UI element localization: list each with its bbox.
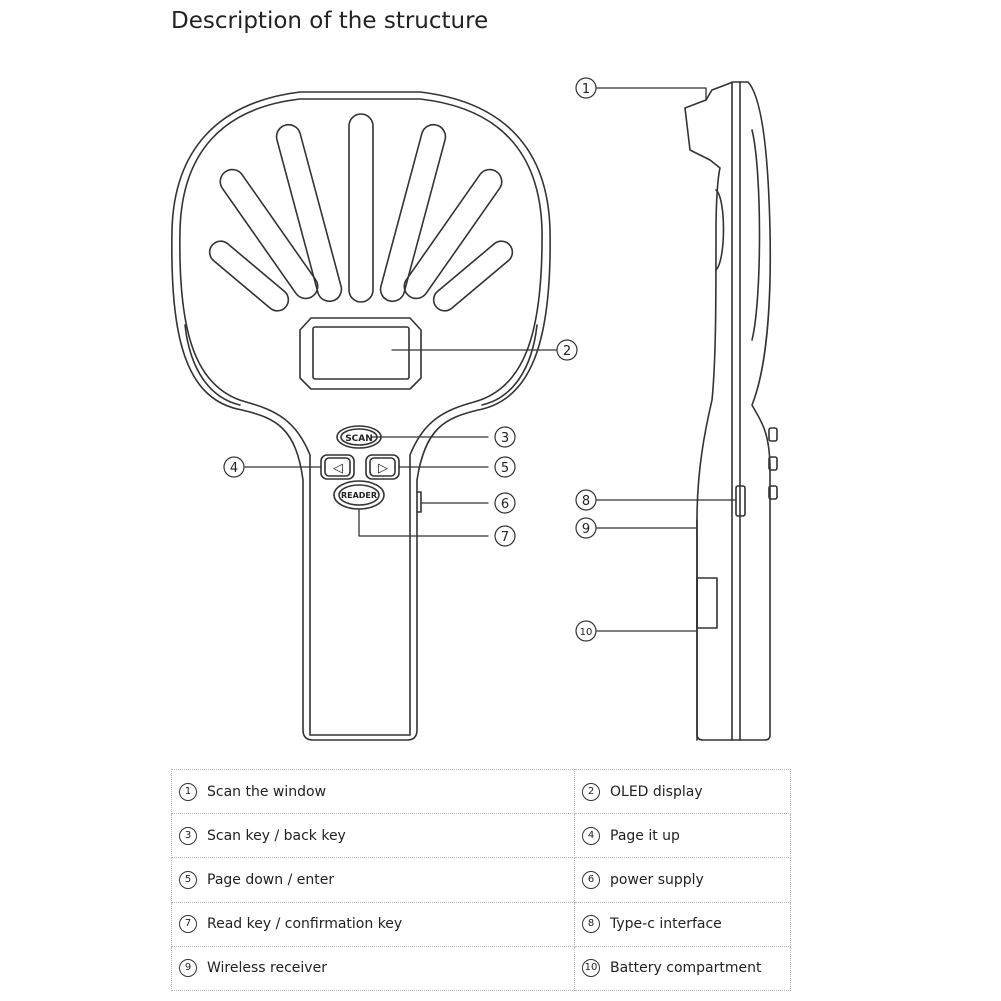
- legend-row: 7 Read key / confirmation key 8 Type-c int…: [171, 901, 791, 947]
- paddle-rim: [179, 98, 543, 736]
- callout-leaders: [244, 87, 737, 632]
- reader-key-label: READER: [341, 491, 377, 500]
- side-profile: [684, 81, 772, 741]
- callout-7: 7: [501, 530, 509, 545]
- legend-text: Battery compartment: [610, 960, 762, 977]
- legend-cell: 1 Scan the window: [171, 768, 575, 815]
- legend-text: Page it up: [610, 827, 680, 844]
- legend-cell: 10 Battery compartment: [574, 945, 791, 992]
- battery-compartment: [696, 577, 718, 629]
- legend-text: Scan key / back key: [207, 827, 346, 844]
- legend-cell: 7 Read key / confirmation key: [171, 901, 575, 947]
- legend-text: power supply: [610, 871, 704, 888]
- device-outline: [171, 91, 551, 741]
- legend-number: 1: [179, 782, 197, 801]
- legend-number: 9: [179, 959, 197, 978]
- legend-number: 7: [179, 915, 197, 934]
- legend-text: Type-c interface: [610, 916, 722, 933]
- callout-9: 9: [582, 522, 590, 537]
- callout-5: 5: [501, 461, 509, 476]
- legend-number: 8: [582, 915, 600, 934]
- callout-3: 3: [501, 431, 509, 446]
- legend-text: Read key / confirmation key: [207, 916, 403, 933]
- legend-number: 4: [582, 826, 600, 845]
- legend-row: 3 Scan key / back key 4 Page it up: [171, 813, 791, 859]
- callout-circles: [223, 77, 597, 642]
- legend-cell: 5 Page down / enter: [171, 857, 575, 903]
- legend-text: Page down / enter: [207, 871, 335, 888]
- legend-row: 9 Wireless receiver 10 Battery compartment: [171, 945, 791, 992]
- callout-6: 6: [501, 497, 509, 512]
- left-key-icon: ◁: [333, 461, 343, 476]
- device-diagram: SCAN READER ◁ ▷ 1 2 3 4 5 6 7 8 9 10: [171, 77, 778, 741]
- legend-text: Scan the window: [207, 783, 327, 800]
- scan-window-slots: [208, 113, 514, 312]
- legend-cell: 6 power supply: [574, 857, 791, 903]
- scan-key-label: SCAN: [345, 434, 373, 444]
- side-view: [684, 81, 778, 741]
- page-title: Description of the structure: [171, 8, 489, 34]
- callout-1: 1: [582, 82, 590, 97]
- legend-text: Wireless receiver: [207, 960, 327, 977]
- legend-number: 3: [179, 826, 197, 845]
- legend-cell: 4 Page it up: [574, 813, 791, 859]
- legend-number: 6: [582, 870, 600, 889]
- legend-cell: 8 Type-c interface: [574, 901, 791, 947]
- callout-8: 8: [582, 494, 590, 509]
- legend-cell: 3 Scan key / back key: [171, 813, 575, 859]
- callout-10: 10: [580, 627, 593, 638]
- legend-cell: 9 Wireless receiver: [171, 945, 575, 992]
- legend-text: OLED display: [610, 783, 703, 800]
- legend-number: 5: [179, 870, 197, 889]
- right-key-icon: ▷: [378, 461, 388, 476]
- oled-display: [299, 317, 422, 390]
- power-supply-port: [416, 491, 422, 513]
- legend-row: 1 Scan the window 2 OLED display: [171, 768, 791, 815]
- front-view: [171, 91, 551, 741]
- usb-c-port: [735, 485, 746, 517]
- callout-2: 2: [563, 344, 571, 359]
- legend-table: 1 Scan the window 2 OLED display 3 Scan key…: [171, 768, 791, 992]
- callout-4: 4: [230, 461, 238, 476]
- legend-cell: 2 OLED display: [574, 768, 791, 815]
- legend-row: 5 Page down / enter 6 power supply: [171, 857, 791, 903]
- legend-number: 2: [582, 782, 600, 801]
- legend-number: 10: [582, 959, 600, 978]
